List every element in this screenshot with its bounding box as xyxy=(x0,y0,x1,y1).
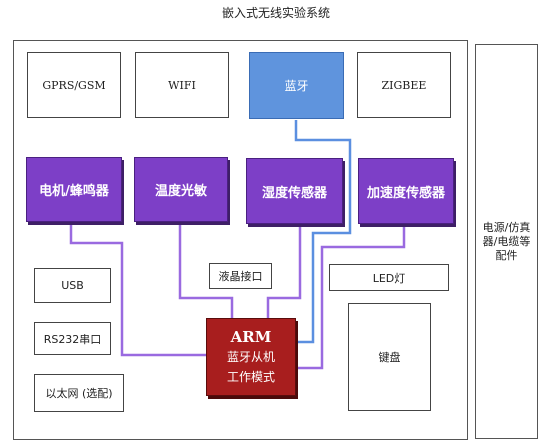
motor-buzzer-label: 电机/蜂鸣器 xyxy=(39,184,109,199)
arm-title: ARM xyxy=(230,328,272,346)
zigbee-label: ZIGBEE xyxy=(381,78,427,92)
rs232-box: RS232串口 xyxy=(34,322,111,355)
keyboard-box: 键盘 xyxy=(348,303,431,411)
wire-temp-arm xyxy=(178,222,234,318)
usb-label: USB xyxy=(61,279,84,292)
led-box: LED灯 xyxy=(329,264,449,291)
arm-mode-line2: 工作模式 xyxy=(226,370,275,384)
rs232-label: RS232串口 xyxy=(43,332,102,346)
acceleration-sensor-label: 加速度传感器 xyxy=(366,185,445,201)
ethernet-label: 以太网 (选配) xyxy=(45,387,113,400)
gprs-gsm-label: GPRS/GSM xyxy=(42,78,106,92)
bluetooth-label: 蓝牙 xyxy=(284,79,309,93)
wire-humidity-arm xyxy=(266,224,302,318)
lcd-interface-box: 液晶接口 xyxy=(209,263,272,289)
accessories-label: 电源/仿真器/电缆等配件 xyxy=(482,220,531,262)
keyboard-label: 键盘 xyxy=(378,351,401,364)
acceleration-sensor-box: 加速度传感器 xyxy=(358,158,454,224)
usb-box: USB xyxy=(34,268,111,303)
page-title: 嵌入式无线实验系统 xyxy=(221,6,330,20)
wifi-label: WIFI xyxy=(168,78,196,92)
humidity-sensor-label: 湿度传感器 xyxy=(261,185,327,201)
temperature-light-label: 温度光敏 xyxy=(154,184,207,199)
temperature-light-box: 温度光敏 xyxy=(134,157,228,222)
arm-core-box: ARM 蓝牙从机 工作模式 xyxy=(206,318,296,396)
wifi-module: WIFI xyxy=(135,52,229,118)
wire-accel-arm xyxy=(296,224,406,370)
accessories-panel: 电源/仿真器/电缆等配件 xyxy=(475,44,538,439)
bluetooth-module: 蓝牙 xyxy=(249,52,344,119)
humidity-sensor-box: 湿度传感器 xyxy=(246,158,343,224)
wire-motor-arm xyxy=(69,222,206,357)
motor-buzzer-box: 电机/蜂鸣器 xyxy=(26,157,122,222)
ethernet-box: 以太网 (选配) xyxy=(34,374,124,412)
led-label: LED灯 xyxy=(372,271,406,285)
wire-bluetooth-arm xyxy=(294,120,352,344)
zigbee-module: ZIGBEE xyxy=(357,52,451,118)
gprs-gsm-module: GPRS/GSM xyxy=(27,52,121,118)
arm-mode-line1: 蓝牙从机 xyxy=(226,350,275,364)
lcd-interface-label: 液晶接口 xyxy=(218,270,263,283)
